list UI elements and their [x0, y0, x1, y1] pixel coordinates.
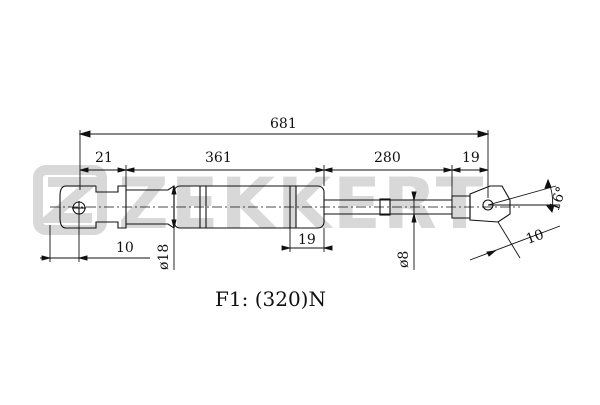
ext-line-angle — [487, 185, 557, 206]
arrow-seg-8 — [479, 167, 489, 173]
watermark-logo-mark — [36, 177, 106, 223]
arrow-seg-3 — [125, 167, 135, 173]
arrow-eye-2 — [78, 255, 88, 261]
arrow-overall-left — [78, 130, 91, 138]
arrow-eye-1 — [41, 255, 51, 261]
arrow-collar-2 — [323, 245, 333, 251]
left-eye-fitting — [59, 185, 80, 229]
force-rating: F1: (320)N — [215, 287, 326, 311]
arrow-seg-4 — [315, 167, 325, 173]
arrow-overall-right — [477, 130, 490, 138]
arrow-seg-2 — [117, 167, 127, 173]
right-eye-fitting — [469, 185, 511, 223]
brand-watermark: ZEKKERT — [33, 163, 485, 245]
label-right-eye-offset: 10 — [524, 227, 546, 248]
arrow-dia8-top — [411, 191, 417, 201]
arrow-seg-6 — [443, 167, 453, 173]
arrow-dia18-top — [171, 185, 177, 195]
label-right-end: 19 — [462, 150, 480, 166]
arrow-seg-5 — [323, 167, 333, 173]
label-overall: 681 — [270, 116, 297, 132]
arrow-angle-1 — [544, 178, 552, 189]
arrow-collar-1 — [281, 245, 291, 251]
dimension-lines — [40, 130, 561, 270]
arrow-seg-1 — [79, 167, 89, 173]
label-cylinder: 361 — [205, 150, 232, 166]
label-eye-offset: 10 — [116, 240, 134, 256]
dim-line-right-offset — [469, 225, 561, 261]
dimension-labels: 681 21 361 280 19 10 19 ø18 ø8 16° 10 — [95, 116, 570, 270]
ext-line-right-offset-1 — [497, 221, 521, 259]
arrow-dia8-bottom — [411, 213, 417, 223]
arrow-dia18-bottom — [171, 219, 177, 229]
arrow-seg-7 — [451, 167, 461, 173]
label-collar: 19 — [298, 232, 316, 248]
label-cylinder-dia: ø18 — [156, 244, 172, 270]
watermark-text: ZEKKERT — [118, 163, 485, 245]
watermark-logo-frame — [33, 165, 107, 235]
rod-collar — [379, 198, 391, 216]
label-rod: 280 — [374, 150, 401, 166]
arrow-right-offset — [486, 250, 497, 257]
label-left-end: 21 — [95, 150, 113, 166]
arrow-angle-2 — [546, 204, 555, 213]
left-end-neck — [80, 185, 127, 229]
label-angle: 16° — [547, 185, 571, 214]
label-rod-dia: ø8 — [396, 251, 412, 268]
